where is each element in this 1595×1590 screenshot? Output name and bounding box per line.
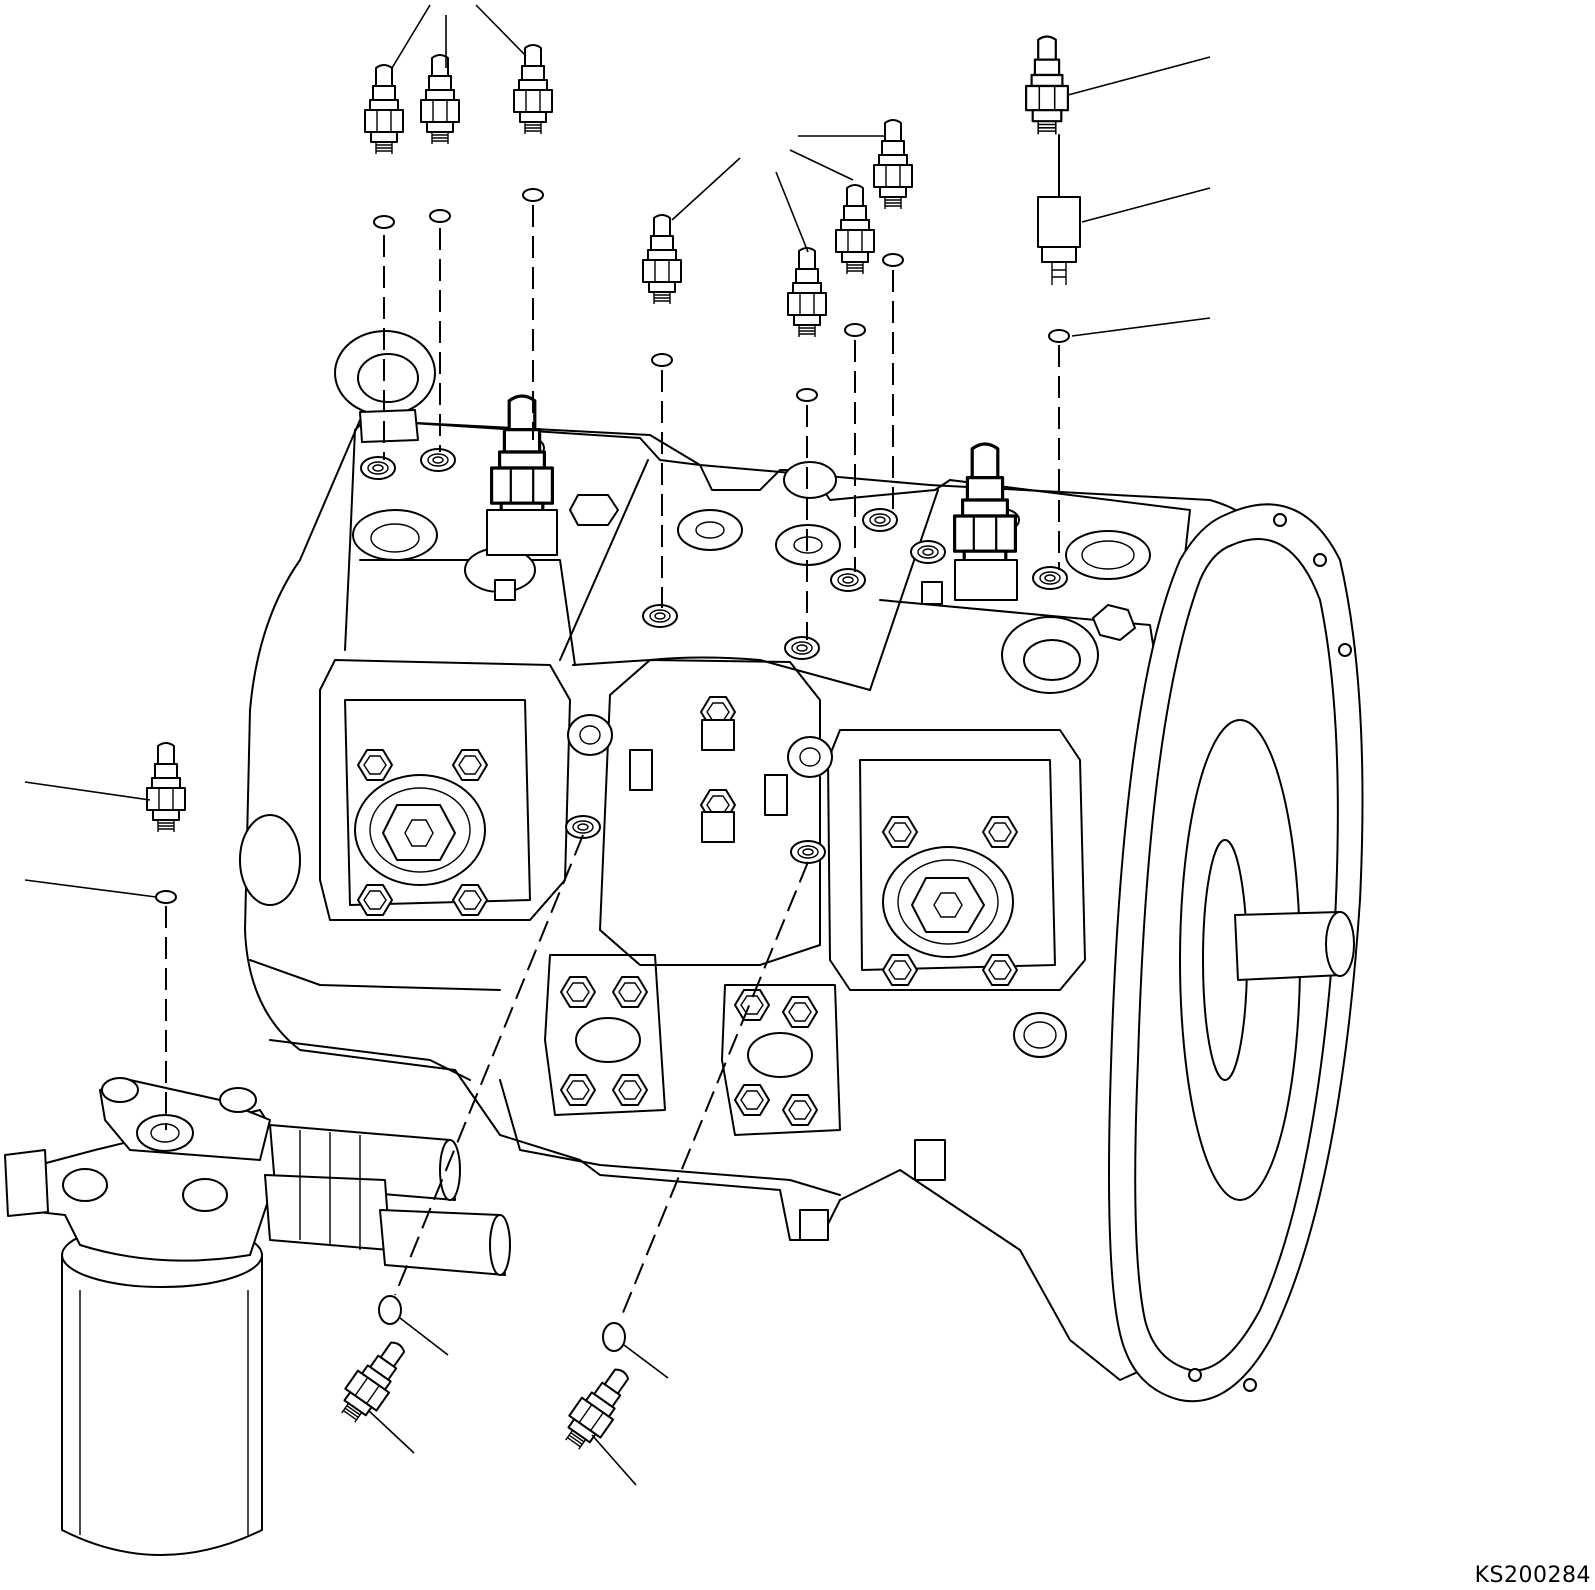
callout-leaders xyxy=(24,4,1211,1486)
quick-coupler-fitting-icon xyxy=(513,44,553,135)
o-ring-icon xyxy=(1048,329,1070,343)
quick-coupler-fitting-icon xyxy=(146,742,186,833)
assembly-centerlines xyxy=(165,205,1060,1321)
right-cover-plate xyxy=(882,816,1018,986)
hex-adapter-icon xyxy=(1037,196,1081,285)
quick-coupler-fitting-icon xyxy=(642,214,682,305)
quick-coupler-fitting-icon xyxy=(420,54,460,145)
oil-filter-icon xyxy=(4,1077,511,1556)
o-ring-icon xyxy=(844,323,866,337)
quick-coupler-fitting-icon xyxy=(1024,35,1070,136)
quick-coupler-fitting-icon xyxy=(787,247,827,338)
o-ring-icon xyxy=(522,188,544,202)
o-ring-icon xyxy=(155,890,177,904)
o-ring-icon xyxy=(882,253,904,267)
drive-shaft xyxy=(1234,911,1355,981)
hydraulic-pump-assembly-icon xyxy=(239,330,1364,1403)
o-ring-icon xyxy=(651,353,673,367)
quick-coupler-fitting-icon xyxy=(873,119,913,210)
exploded-fittings xyxy=(146,35,1081,1457)
o-ring-icon xyxy=(429,209,451,223)
o-ring-icon xyxy=(373,215,395,229)
left-cover-plate xyxy=(354,749,488,916)
quick-coupler-fitting-icon xyxy=(364,64,404,155)
lifting-eye-icon xyxy=(1001,616,1099,694)
o-ring-icon xyxy=(378,1295,402,1325)
drawing-code: KS200284 xyxy=(1474,1563,1591,1588)
quick-coupler-fitting-icon xyxy=(835,184,875,275)
o-ring-icon xyxy=(796,388,818,402)
o-ring-icon xyxy=(602,1322,626,1352)
